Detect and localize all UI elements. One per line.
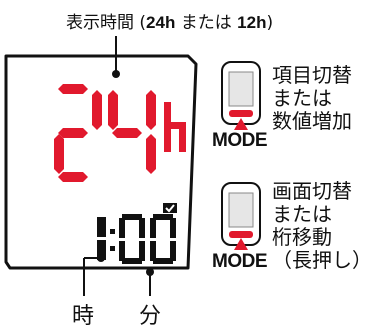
title-pointer-dot [112,70,120,78]
minute-label: 分 [139,304,162,329]
bottom-digit-display [97,214,176,264]
button-2-description: 画面切替 または 桁移動 （長押し） [272,179,372,272]
top-digit-display [54,84,186,182]
title-prefix: 表示時間 [66,13,134,33]
digit-0-second [150,214,176,264]
title-option-12h: 12h [237,13,267,32]
mode-button-icon-2 [221,182,261,250]
check-icon [163,203,177,213]
title-option-24h: 24h [146,13,176,32]
digit-0-first [119,214,145,264]
colon-bottom [110,246,115,251]
button-1-description: 項目切替 または 数値増加 [272,63,352,133]
colon-top [110,229,115,234]
hour-label: 時 [72,304,95,329]
mode-label-2: MODE [212,251,268,272]
minute-pointer-dot [146,268,154,276]
title-or: または [180,13,232,33]
title-paren-close: ) [266,13,274,33]
mode-button-icon-1 [221,61,261,130]
digit-4 [108,90,156,174]
mode-arrow-2 [234,238,248,250]
digit-h [164,102,186,152]
device-outline [4,54,198,270]
display-time-title: 表示時間 (24h または 12h) [66,8,273,33]
hour-pointer-dot [97,254,105,262]
mode-label-1: MODE [212,130,268,151]
digit-1 [97,217,106,260]
digit-2 [54,84,102,182]
title-paren-open: ( [139,13,147,33]
mode-arrow-1 [234,118,248,130]
